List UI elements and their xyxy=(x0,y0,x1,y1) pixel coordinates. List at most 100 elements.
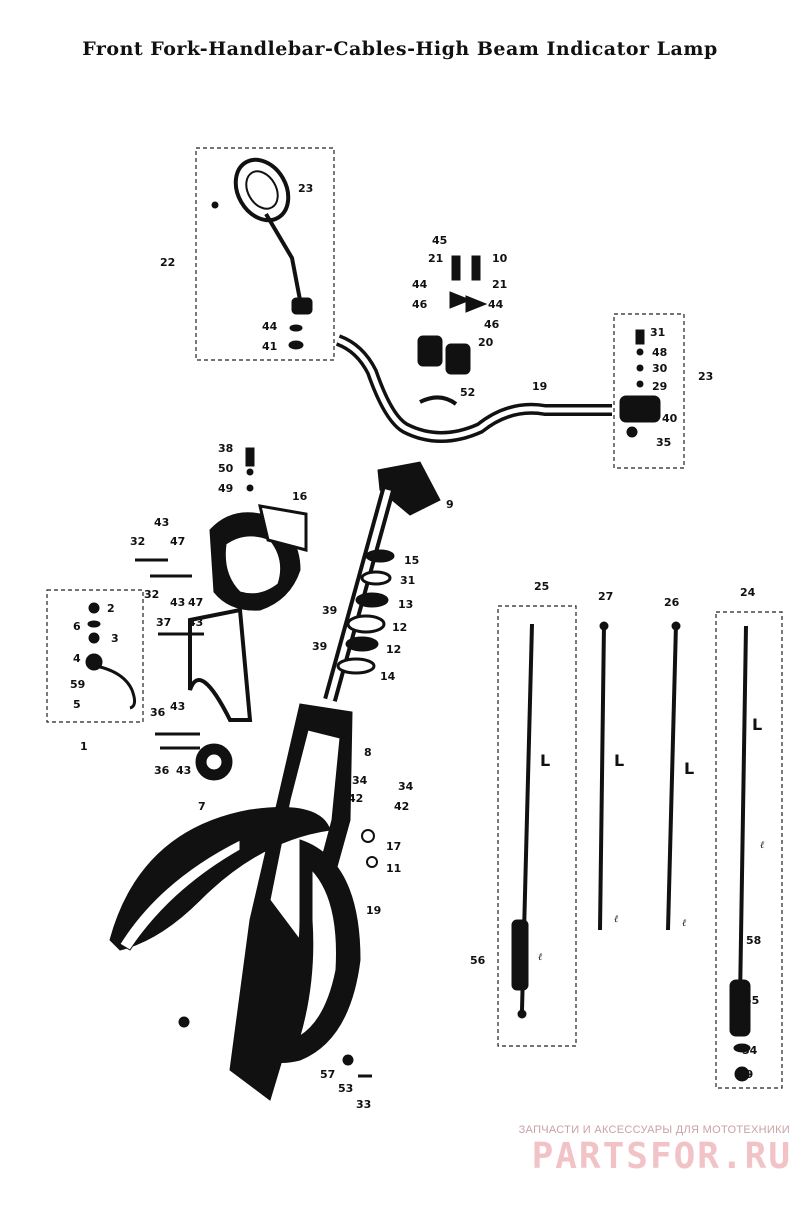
dimension-L-cable-24: L xyxy=(752,715,762,734)
callout-7: 7 xyxy=(198,800,206,813)
callout-34b: 34 xyxy=(398,780,414,793)
callout-43a: 43 xyxy=(154,516,169,529)
callout-50: 50 xyxy=(218,462,234,475)
callout-55: 55 xyxy=(744,994,759,1007)
callout-48: 48 xyxy=(652,346,667,359)
callout-12a: 12 xyxy=(392,621,407,634)
callout-9: 9 xyxy=(446,498,454,511)
callout-21a: 21 xyxy=(428,252,443,265)
callout-46b: 46 xyxy=(484,318,500,331)
dimension-l-cable-24: ℓ xyxy=(760,840,764,851)
callout-58: 58 xyxy=(746,934,761,947)
control-cable-part xyxy=(511,621,751,1082)
callout-19b: 19 xyxy=(366,904,381,917)
callout-25: 25 xyxy=(534,580,549,593)
callout-40: 40 xyxy=(662,412,678,425)
cable-25-box xyxy=(497,605,577,1047)
watermark-tagline: ЗАПЧАСТИ И АКСЕССУАРЫ ДЛЯ МОТОТЕХНИКИ xyxy=(518,1124,790,1136)
callout-23b: 23 xyxy=(698,370,713,383)
callout-27: 27 xyxy=(598,590,613,603)
callout-43d: 43 xyxy=(170,700,185,713)
handlebar-clamp-part xyxy=(417,255,488,406)
callout-3: 3 xyxy=(111,632,119,645)
callout-44a: 44 xyxy=(262,320,278,333)
callout-13: 13 xyxy=(398,598,413,611)
callout-2: 2 xyxy=(107,602,115,615)
callout-56: 56 xyxy=(470,954,486,967)
callout-45: 45 xyxy=(432,234,447,247)
callout-14: 14 xyxy=(380,670,396,683)
callout-4: 4 xyxy=(73,652,81,665)
callout-12b: 12 xyxy=(386,643,401,656)
mirror-part xyxy=(211,157,313,350)
watermark-brand-logo: PARTSFOR.RU xyxy=(531,1136,792,1177)
callout-19a: 19 xyxy=(532,380,547,393)
callout-35: 35 xyxy=(656,436,671,449)
callout-59: 59 xyxy=(70,678,85,691)
callout-36b: 36 xyxy=(154,764,170,777)
callout-6: 6 xyxy=(73,620,81,633)
callout-44b: 44 xyxy=(412,278,428,291)
callout-52: 52 xyxy=(460,386,475,399)
callout-32a: 32 xyxy=(130,535,145,548)
callout-38: 38 xyxy=(218,442,233,455)
callout-16: 16 xyxy=(292,490,308,503)
callout-44c: 44 xyxy=(488,298,504,311)
dimension-L-cable-26: L xyxy=(684,759,694,778)
switch-assembly-part xyxy=(619,329,661,438)
callout-53: 53 xyxy=(338,1082,353,1095)
callout-32b: 32 xyxy=(144,588,159,601)
callout-49b: 49 xyxy=(738,1068,753,1081)
callout-29: 29 xyxy=(652,380,667,393)
callout-39a: 39 xyxy=(322,604,337,617)
callout-26: 26 xyxy=(664,596,680,609)
switch-group-box xyxy=(613,313,685,469)
callout-20: 20 xyxy=(478,336,494,349)
callout-49a: 49 xyxy=(218,482,233,495)
callout-41: 41 xyxy=(262,340,277,353)
dimension-L-cable-25: L xyxy=(540,751,550,770)
callout-24: 24 xyxy=(740,586,756,599)
dimension-l-cable-25: ℓ xyxy=(538,952,542,963)
callout-23a: 23 xyxy=(298,182,313,195)
dimension-l-cable-27: ℓ xyxy=(614,914,618,925)
callout-36a: 36 xyxy=(150,706,166,719)
dimension-L-cable-27: L xyxy=(614,751,624,770)
callout-8: 8 xyxy=(364,746,372,759)
bolts-part xyxy=(135,447,378,1078)
callout-10: 10 xyxy=(492,252,508,265)
callout-1: 1 xyxy=(80,740,88,753)
callout-31a: 31 xyxy=(650,326,665,339)
callout-43e: 43 xyxy=(176,764,191,777)
callout-15: 15 xyxy=(404,554,419,567)
callout-47a: 47 xyxy=(170,535,185,548)
callout-22: 22 xyxy=(160,256,175,269)
indicator-lamp-part xyxy=(85,602,137,710)
callout-47b: 47 xyxy=(188,596,203,609)
callout-42b: 42 xyxy=(394,800,409,813)
callout-57: 57 xyxy=(320,1068,335,1081)
callout-39b: 39 xyxy=(312,640,327,653)
callout-37: 37 xyxy=(156,616,171,629)
cable-24-box xyxy=(715,611,783,1089)
callout-34a: 34 xyxy=(352,774,368,787)
callout-17: 17 xyxy=(386,840,401,853)
callout-30: 30 xyxy=(652,362,668,375)
callout-43c: 43 xyxy=(188,616,203,629)
front-fender-part xyxy=(109,807,361,1063)
callout-42a: 42 xyxy=(348,792,363,805)
callout-33: 33 xyxy=(356,1098,371,1111)
callout-43b: 43 xyxy=(170,596,185,609)
callout-31b: 31 xyxy=(400,574,415,587)
headlamp-bracket-part xyxy=(188,504,308,781)
callout-5: 5 xyxy=(73,698,81,711)
handlebar-part xyxy=(335,334,612,443)
indicator-lamp-group-box xyxy=(46,589,144,723)
callout-11: 11 xyxy=(386,862,401,875)
callout-54: 54 xyxy=(742,1044,758,1057)
callout-46a: 46 xyxy=(412,298,428,311)
dimension-l-cable-26: ℓ xyxy=(682,918,686,929)
diagram-title: Front Fork-Handlebar-Cables-High Beam In… xyxy=(82,38,718,60)
callout-21b: 21 xyxy=(492,278,507,291)
